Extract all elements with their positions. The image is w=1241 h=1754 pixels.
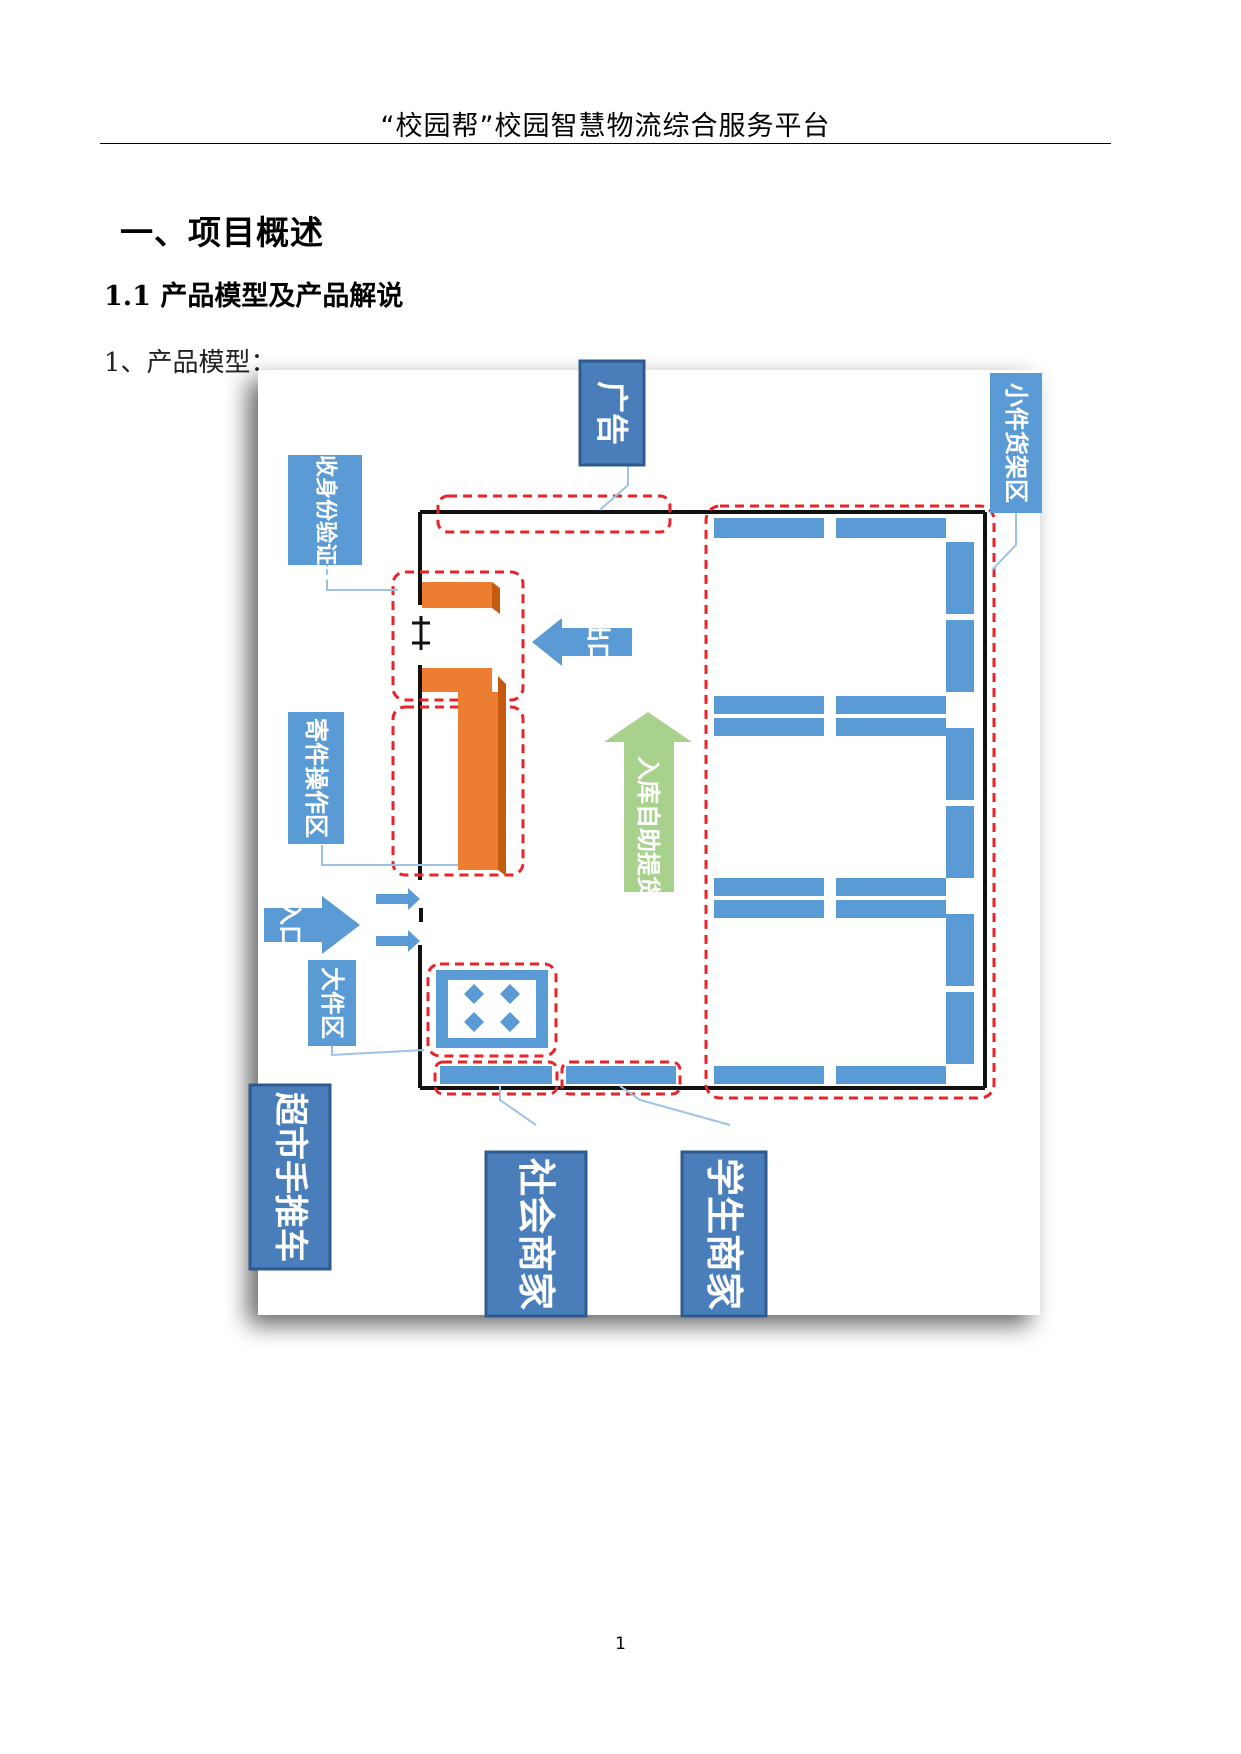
label-social-merchant: 社会商家 <box>484 1150 588 1318</box>
counter-side <box>498 676 506 876</box>
section-heading: 一、项目概述 <box>120 213 324 252</box>
product-model-diagram: 出口 入库自助提货 入口 广告 小件货架区 签收身份验证区 寄件操作区 大件区 … <box>248 359 1042 1318</box>
label-send-operation: 寄件操作区 <box>288 712 344 844</box>
entrance-arrow: 入口 <box>264 896 360 954</box>
shelf <box>714 696 824 714</box>
shelf <box>836 718 946 736</box>
shelf <box>566 1066 676 1084</box>
shelf <box>836 696 946 714</box>
svg-text:超市手推车: 超市手推车 <box>270 1092 310 1262</box>
exit-arrow: 出口 <box>532 618 632 666</box>
product-model-paragraph: 1、产品模型： <box>104 348 277 378</box>
label-ad: 广告 <box>578 359 646 467</box>
shelf <box>946 992 974 1064</box>
shelf <box>714 878 824 896</box>
header-rule <box>100 143 1111 144</box>
svg-text:社会商家: 社会商家 <box>514 1158 558 1310</box>
counter-long <box>458 692 498 870</box>
svg-text:学生商家: 学生商家 <box>702 1158 746 1310</box>
shelf <box>946 542 974 614</box>
zone-large-item <box>426 962 558 1058</box>
shelf <box>836 1066 946 1084</box>
exit-door-marks <box>412 616 430 650</box>
shelf <box>946 806 974 878</box>
section-subheading: 1.1 产品模型及产品解说 <box>104 281 404 312</box>
shelf <box>946 914 974 986</box>
shelf <box>946 620 974 692</box>
svg-text:寄件操作区: 寄件操作区 <box>302 718 330 838</box>
label-student-merchant: 学生商家 <box>680 1150 768 1318</box>
entrance-small-arrows <box>376 888 420 952</box>
shelf <box>946 728 974 800</box>
exit-label: 出口 <box>584 618 612 666</box>
zone-small-shelf <box>704 504 996 1100</box>
svg-text:签收身份验证区: 签收身份验证区 <box>313 432 339 587</box>
shelf <box>714 718 824 736</box>
svg-text:小件货架区: 小件货架区 <box>1002 383 1030 503</box>
self-pickup-arrow: 入库自助提货 <box>604 712 692 900</box>
shelf <box>836 518 946 538</box>
zone-student-merchant <box>560 1060 682 1096</box>
counter-top-face <box>422 668 492 692</box>
entrance-label: 入口 <box>276 901 304 949</box>
counter-top-face <box>422 582 492 608</box>
shelf <box>714 900 824 918</box>
counter-side <box>492 582 500 614</box>
shelf <box>836 900 946 918</box>
zone-social-merchant <box>433 1060 559 1096</box>
warehouse-outline <box>418 510 987 1090</box>
label-small-shelf: 小件货架区 <box>990 373 1042 513</box>
label-large-item: 大件区 <box>308 960 356 1046</box>
shelf <box>440 1066 552 1084</box>
shelves <box>440 518 974 1084</box>
header-title: “校园帮”校园智慧物流综合服务平台 <box>380 111 831 142</box>
shelf <box>714 518 824 538</box>
service-counters <box>422 582 506 876</box>
label-trolley: 超市手推车 <box>248 1083 332 1271</box>
shelf <box>714 1066 824 1084</box>
connector-lines <box>321 465 1017 1126</box>
svg-text:广告: 广告 <box>593 381 631 445</box>
zone-ad <box>436 494 672 534</box>
svg-text:大件区: 大件区 <box>318 967 346 1039</box>
large-item-box <box>436 970 548 1048</box>
shelf <box>836 878 946 896</box>
self-pickup-label: 入库自助提货 <box>634 756 662 900</box>
page-number: 1 <box>615 1634 626 1654</box>
label-sign-verify: 签收身份验证区 <box>288 432 362 587</box>
